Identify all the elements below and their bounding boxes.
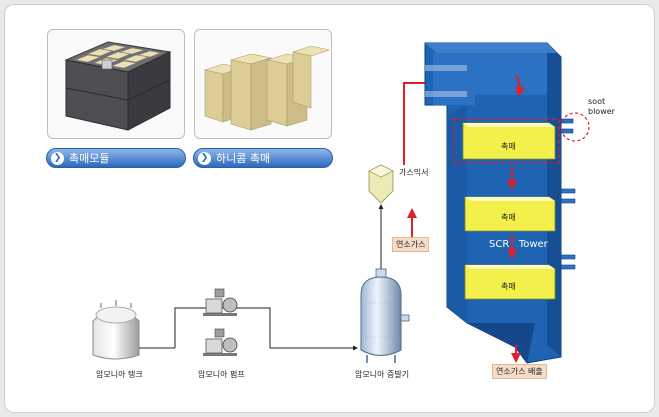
soot-blower-label: soot blower <box>588 97 615 116</box>
ammonia-pump-label: 암모니아 펌프 <box>198 370 245 379</box>
ammonia-tank <box>92 300 140 360</box>
gas-mixer <box>368 164 394 204</box>
flue-gas-inlet-label: 연소가스 <box>392 237 430 252</box>
ammonia-pump-upper <box>203 288 238 316</box>
catalyst-module-photo <box>47 29 185 139</box>
honeycomb-catalyst-label: 하니콤 촉매 <box>216 152 271 165</box>
catalyst-label-3: 촉매 <box>501 282 516 291</box>
ammonia-evaporator <box>360 268 410 363</box>
ammonia-tank-label: 암모니아 탱크 <box>96 370 143 379</box>
soot-blower-highlight <box>560 112 590 142</box>
scr-tower-title: SCR Tower <box>489 239 548 250</box>
honeycomb-catalyst-button[interactable]: ❯ 하니콤 촉매 <box>193 148 333 168</box>
diagram-frame: ❯ 촉매모듈 ❯ 하니콤 촉매 <box>4 4 655 413</box>
ammonia-pump-lower <box>203 328 238 356</box>
catalyst-label-1: 촉매 <box>501 142 516 151</box>
scr-tower <box>424 42 562 364</box>
catalyst-module-label: 촉매모듈 <box>69 152 110 165</box>
flue-gas-outlet-label: 연소가스 배출 <box>492 364 547 379</box>
gas-mixer-label: 가스믹서 <box>399 168 429 177</box>
catalyst-module-button[interactable]: ❯ 촉매모듈 <box>46 148 186 168</box>
ammonia-evaporator-label: 암모니아 증발기 <box>355 370 410 379</box>
catalyst-module-image <box>64 41 172 131</box>
chevron-right-icon: ❯ <box>51 152 64 165</box>
honeycomb-catalyst-image <box>203 45 331 131</box>
honeycomb-catalyst-photo <box>194 29 332 139</box>
chevron-right-icon: ❯ <box>198 152 211 165</box>
catalyst-label-2: 촉매 <box>501 213 516 222</box>
tower-ports <box>560 118 576 270</box>
